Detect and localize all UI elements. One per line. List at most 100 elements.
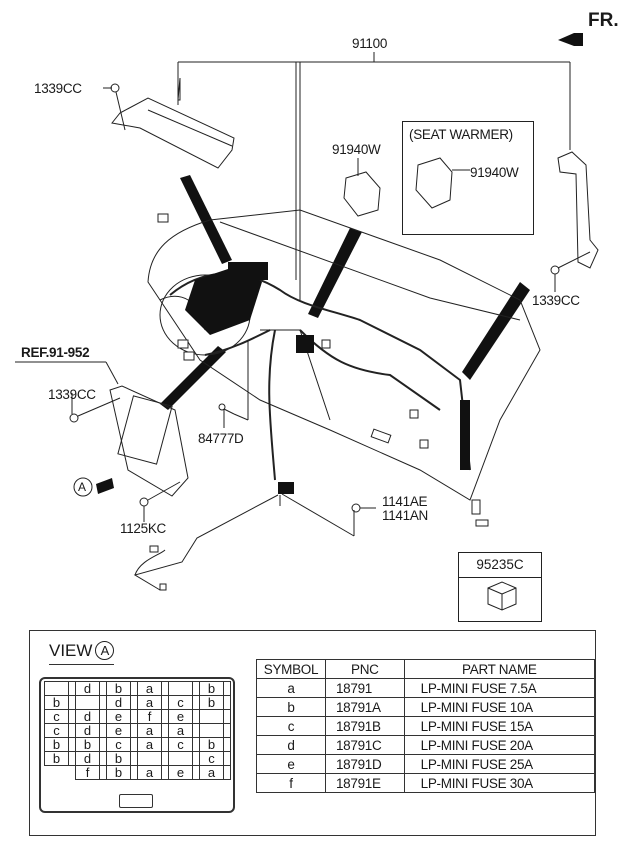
fuse-slot: f — [137, 709, 169, 724]
fuse-slot-rating-marker — [192, 696, 199, 709]
fuse-slot-symbol: e — [176, 765, 185, 780]
fuse-slot-rating-marker — [223, 724, 230, 737]
fuse-slot-symbol: d — [83, 723, 92, 738]
connectors — [149, 213, 489, 591]
cell-pnc: 18791E — [324, 773, 405, 793]
leader-lines-91100 — [177, 52, 571, 300]
fuse-slot-rating-marker — [223, 682, 230, 695]
fuse-slot: d — [106, 695, 138, 710]
fuse-slot-symbol: c — [208, 751, 215, 766]
fuse-slot-rating-marker — [68, 738, 75, 751]
fuse-slot: a — [199, 765, 231, 780]
fuse-slot: a — [168, 723, 200, 738]
callout-1339CC-top: 1339CC — [34, 81, 82, 96]
fuse-slot-symbol: a — [145, 765, 154, 780]
fuse-slot: a — [137, 681, 169, 696]
fuse-slot: d — [75, 681, 107, 696]
header-part-name: PART NAME — [403, 659, 596, 679]
fuse-slot-rating-marker — [68, 696, 75, 709]
cell-pnc: 18791B — [324, 716, 405, 736]
callout-1339CC-left: 1339CC — [48, 387, 96, 402]
view-a-title-text: VIEW — [49, 641, 93, 660]
fuse-slot — [137, 751, 169, 766]
fuse-slot — [199, 723, 231, 738]
fuse-slot-rating-marker — [99, 752, 106, 765]
wiring-diagram: FR. 91100 1339CC 91940W (SEAT WARMER) 91… — [15, 10, 619, 622]
bracket-right — [550, 151, 599, 292]
fuse-slot-rating-marker — [68, 682, 75, 695]
fuse-slot-rating-marker — [192, 766, 199, 779]
cell-pnc: 18791A — [324, 697, 405, 717]
fuse-slot-symbol: b — [114, 765, 123, 780]
fuse-slot-symbol: c — [53, 723, 60, 738]
fuse-slot: c — [168, 695, 200, 710]
fuse-slot-rating-marker — [99, 724, 106, 737]
cell-symbol: b — [256, 697, 326, 717]
fuse-slot — [44, 765, 76, 780]
fuse-slot-symbol: b — [114, 751, 123, 766]
fuse-slot-rating-marker — [161, 696, 168, 709]
fuse-slot: b — [199, 695, 231, 710]
callout-91100: 91100 — [352, 36, 388, 51]
fuse-slot: a — [137, 765, 169, 780]
module-bracket-top-left — [103, 77, 235, 169]
fuse-slot-symbol: a — [145, 737, 154, 752]
harness-blocks — [185, 262, 470, 494]
fuse-slot-symbol: b — [114, 681, 123, 696]
fuse-slot-symbol: b — [207, 681, 216, 696]
fuse-slot — [199, 709, 231, 724]
callout-84777D: 84777D — [198, 431, 244, 446]
seat-warmer-switch — [415, 157, 470, 209]
fuse-slot: e — [106, 709, 138, 724]
relay-box: 95235C — [458, 552, 542, 622]
cell-part-name: LP-MINI FUSE 30A — [403, 773, 596, 793]
fuse-slot: c — [106, 737, 138, 752]
callout-91940W: 91940W — [332, 142, 381, 157]
fuse-slot: b — [75, 737, 107, 752]
fuse-slot: c — [44, 723, 76, 738]
fuse-slot-symbol: e — [114, 723, 123, 738]
header-symbol: SYMBOL — [256, 659, 326, 679]
fuse-slot: b — [106, 681, 138, 696]
fuse-slot — [168, 751, 200, 766]
fuse-box-tab — [119, 794, 153, 808]
fuse-slot-symbol: a — [207, 765, 216, 780]
callout-1141AE: 1141AE — [382, 494, 428, 509]
cell-pnc: 18791D — [324, 754, 405, 774]
fuse-slot-symbol: d — [83, 709, 92, 724]
cell-symbol: e — [256, 754, 326, 774]
fuse-slot-rating-marker — [130, 710, 137, 723]
fuse-slot-rating-marker — [68, 710, 75, 723]
fuse-slot-symbol: b — [207, 737, 216, 752]
fuse-slot-symbol: b — [207, 695, 216, 710]
cell-part-name: LP-MINI FUSE 7.5A — [403, 678, 596, 698]
fuse-slot-symbol: c — [177, 695, 184, 710]
fuse-slot-rating-marker — [99, 738, 106, 751]
fuse-slot-symbol: c — [177, 737, 184, 752]
fuse-slot-rating-marker — [99, 766, 106, 779]
cell-symbol: f — [256, 773, 326, 793]
fuse-slot: b — [199, 681, 231, 696]
fuse-slot-symbol: c — [53, 709, 60, 724]
fuse-slot-rating-marker — [130, 724, 137, 737]
fuse-slot-rating-marker — [192, 710, 199, 723]
fuse-slot-rating-marker — [130, 696, 137, 709]
fuse-slot: a — [137, 695, 169, 710]
ref-91-952: REF.91-952 — [21, 345, 90, 360]
fuse-slot: b — [44, 695, 76, 710]
fuse-slot-symbol: f — [85, 765, 90, 780]
fuse-slot-rating-marker — [130, 682, 137, 695]
fuse-slot: d — [75, 723, 107, 738]
view-a-circle-marker: A — [95, 641, 115, 660]
fuse-slot-rating-marker — [68, 752, 75, 765]
callout-1141AN: 1141AN — [382, 508, 428, 523]
fuse-slot-rating-marker — [223, 766, 230, 779]
fuse-slot-rating-marker — [161, 766, 168, 779]
header-pnc: PNC — [324, 659, 405, 679]
fuse-slot-rating-marker — [192, 738, 199, 751]
cell-pnc: 18791 — [324, 678, 405, 698]
fuse-slot-rating-marker — [223, 710, 230, 723]
